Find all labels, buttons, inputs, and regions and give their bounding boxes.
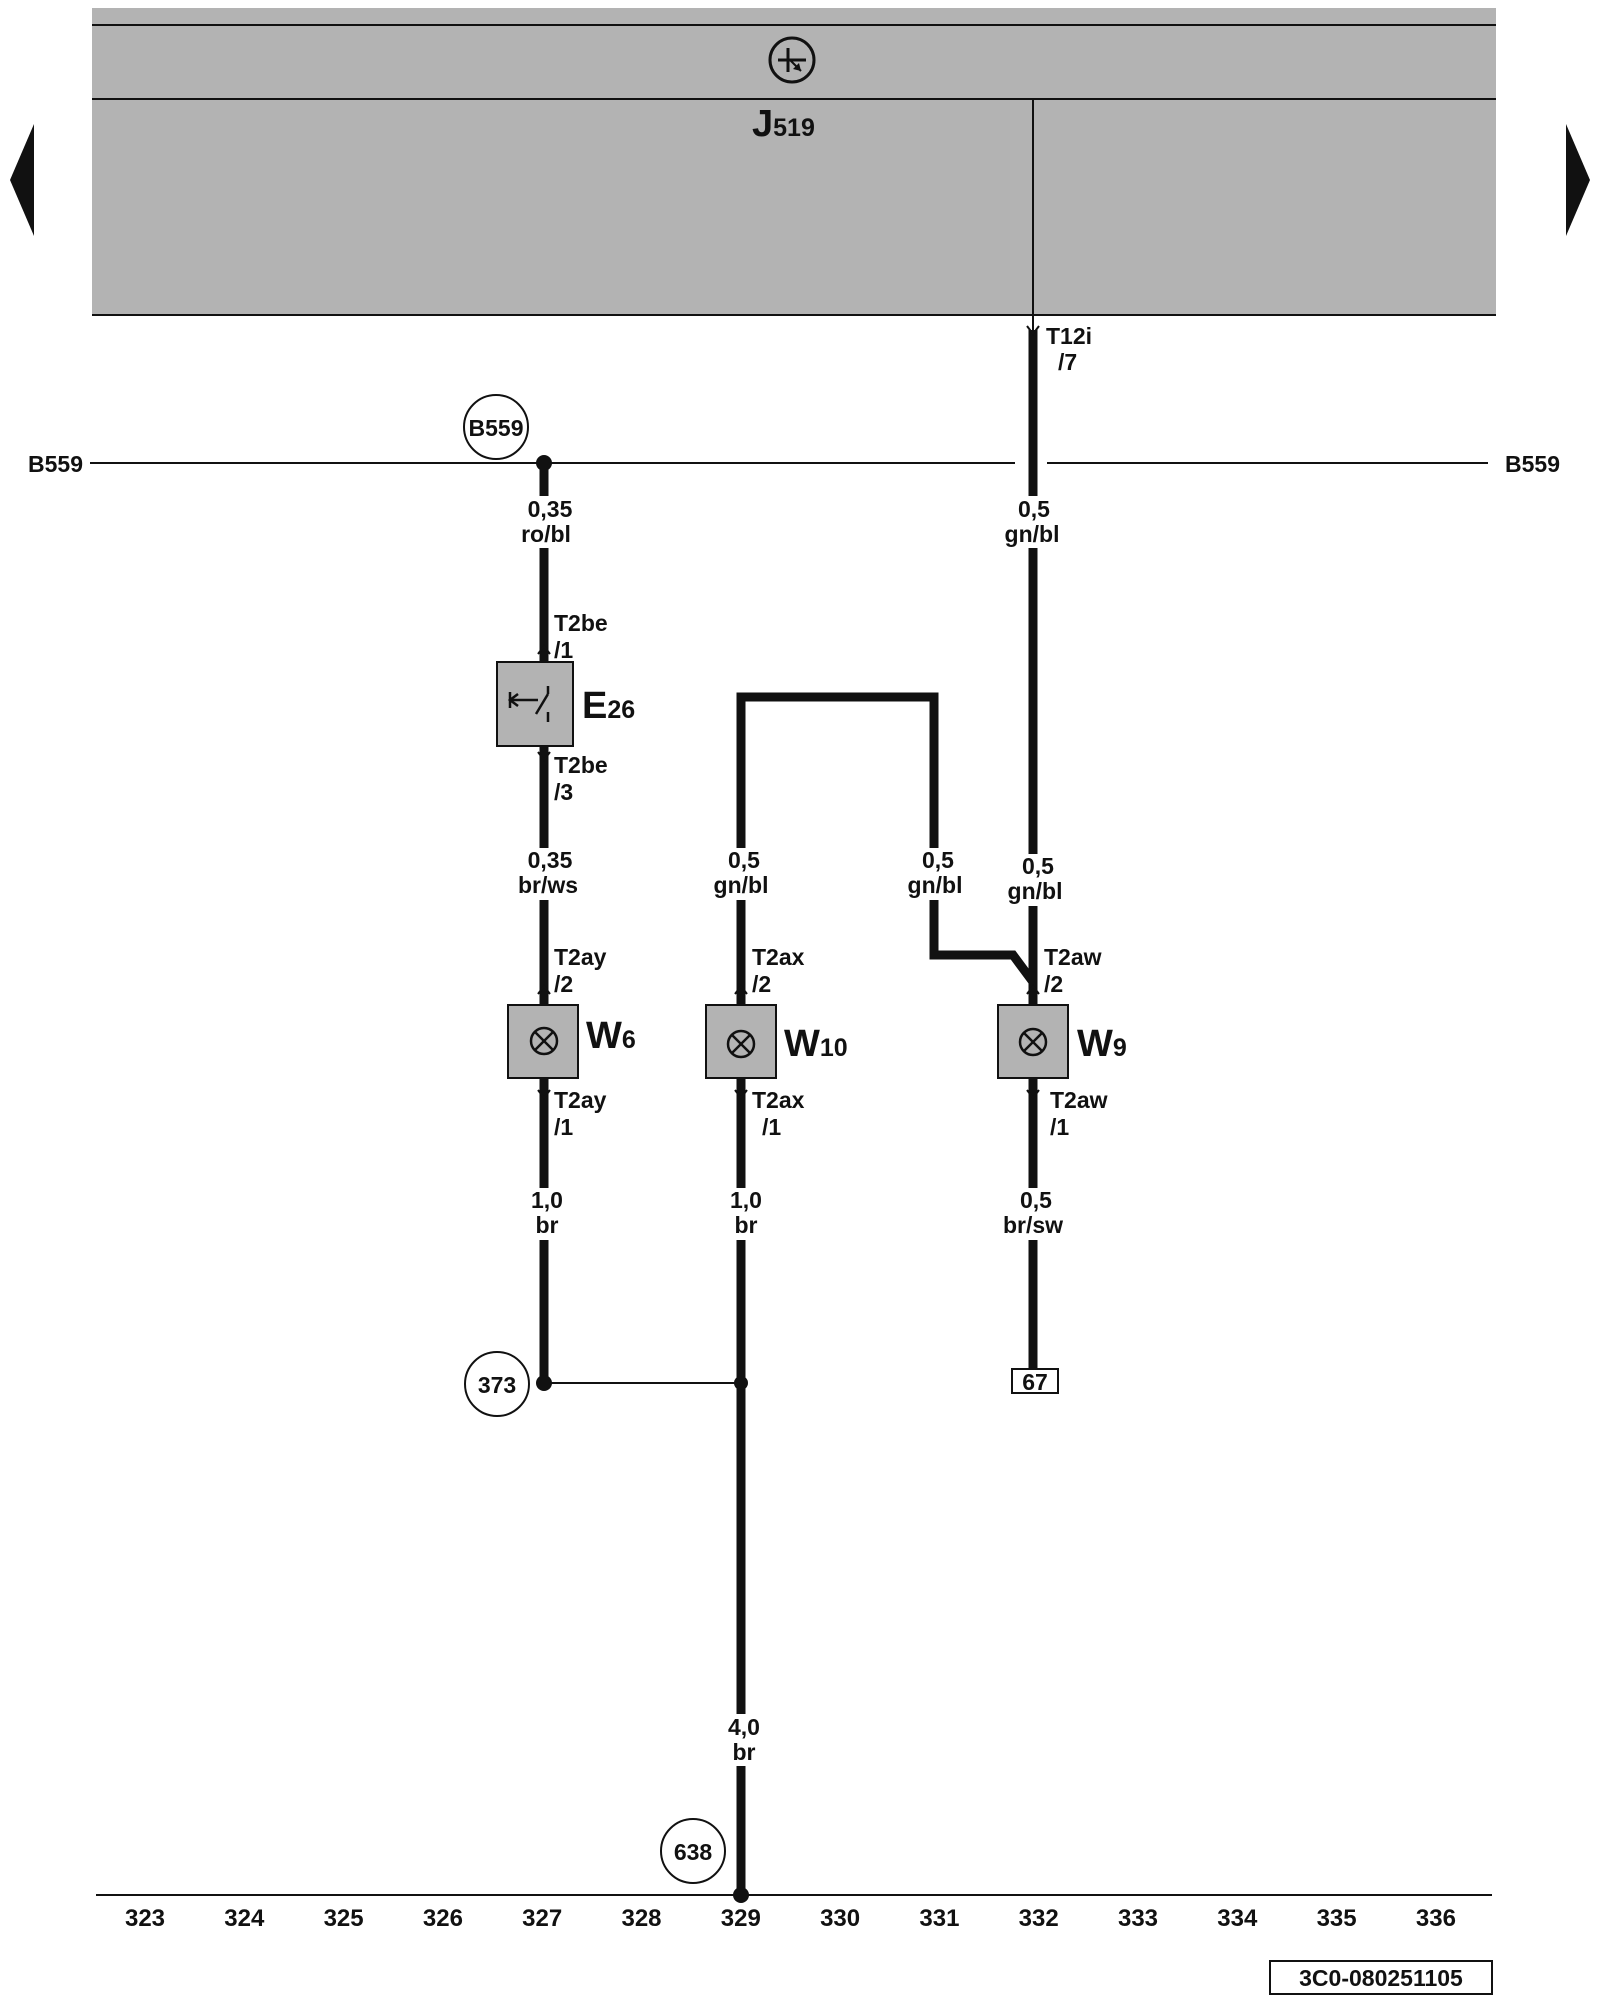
- lamp-w6[interactable]: [507, 1004, 579, 1079]
- axis-number: 325: [324, 1905, 364, 1932]
- component-e26-label: E26: [582, 685, 635, 727]
- control-unit-j519: J519: [92, 8, 1496, 330]
- wire-329-loop: [736, 692, 1037, 1005]
- pin-t2ax-1-number: /1: [762, 1114, 781, 1140]
- wire-label-size: 0,5: [728, 847, 760, 873]
- next-page-arrow-icon[interactable]: [1566, 124, 1590, 236]
- wire-label-color: br/sw: [1003, 1212, 1063, 1238]
- wire-label-color: ro/bl: [521, 521, 571, 547]
- lamp-w10[interactable]: [705, 1004, 777, 1079]
- axis-number: 332: [1019, 1905, 1059, 1932]
- pin-t2be-3-name: T2be: [554, 752, 608, 778]
- component-w9-label: W9: [1077, 1023, 1127, 1065]
- wire-label-color: br: [733, 1739, 756, 1765]
- wire-label-color: br: [536, 1212, 559, 1238]
- control-unit-label: J519: [752, 103, 815, 145]
- lamp-symbol-icon: [529, 1026, 559, 1056]
- bus-label-left: B559: [28, 451, 83, 477]
- svg-text:638: 638: [674, 1839, 713, 1865]
- connector-t12i-name: T12i: [1046, 323, 1092, 349]
- wire-label-size: 0,5: [922, 847, 954, 873]
- axis-number: 327: [522, 1905, 562, 1932]
- pin-t2aw-2-name: T2aw: [1044, 944, 1102, 970]
- wire-label-size: 0,5: [1018, 496, 1050, 522]
- axis-number: 330: [820, 1905, 860, 1932]
- axis-number: 335: [1317, 1905, 1357, 1932]
- junction-327: [536, 1375, 552, 1391]
- bus-reference-circle: B559: [463, 394, 529, 460]
- pin-t2ax-1-name: T2ax: [752, 1087, 805, 1113]
- wire-label-size: 0,5: [1022, 853, 1054, 879]
- axis-number: 333: [1118, 1905, 1158, 1932]
- wire-label-color: gn/bl: [714, 872, 769, 898]
- pin-t2ay-1-name: T2ay: [554, 1087, 607, 1113]
- axis-number: 331: [919, 1905, 959, 1932]
- pin-t2aw-1-name: T2aw: [1050, 1087, 1108, 1113]
- document-code: 3C0-080251105: [1269, 1960, 1493, 1995]
- wire-label-color: br: [735, 1212, 758, 1238]
- wire-label-color: br/ws: [518, 872, 578, 898]
- wire-label-color: gn/bl: [1008, 878, 1063, 904]
- component-w6-label: W6: [586, 1015, 636, 1057]
- svg-text:373: 373: [478, 1372, 516, 1398]
- wire-label-size: 1,0: [531, 1187, 563, 1213]
- terminal-67[interactable]: 67: [1011, 1368, 1059, 1395]
- wire-label-color: gn/bl: [1005, 521, 1060, 547]
- pin-t2be-3-number: /3: [554, 779, 573, 805]
- pin-t2ay-2-name: T2ay: [554, 944, 607, 970]
- connector-t12i-pin: /7: [1058, 349, 1077, 375]
- pin-t2aw-1-number: /1: [1050, 1114, 1069, 1140]
- axis-number: 329: [721, 1905, 761, 1932]
- svg-text:67: 67: [1022, 1369, 1048, 1395]
- component-w10-label: W10: [784, 1023, 848, 1065]
- axis-number: 336: [1416, 1905, 1456, 1932]
- ground-point-373[interactable]: 373: [464, 1351, 530, 1417]
- switch-symbol-icon: [507, 686, 550, 722]
- pin-t2be-1-name: T2be: [554, 610, 608, 636]
- wire-label-size: 0,5: [1020, 1187, 1052, 1213]
- axis-number: 334: [1217, 1905, 1258, 1932]
- svg-text:3C0-080251105: 3C0-080251105: [1299, 1965, 1463, 1991]
- connector-arrows: [537, 325, 1040, 1100]
- pin-t2ay-1-number: /1: [554, 1114, 573, 1140]
- lamp-symbol-icon: [726, 1029, 756, 1059]
- previous-page-arrow-icon[interactable]: [10, 124, 34, 236]
- axis-numbers: 323 324 325 326 327 328 329 330 331 332 333 334 335 3…: [125, 1905, 1456, 1932]
- bus-label-right: B559: [1505, 451, 1560, 477]
- axis-number: 324: [224, 1905, 265, 1932]
- axis-number: 326: [423, 1905, 463, 1932]
- lamp-w9[interactable]: [997, 1004, 1069, 1079]
- wire-label-size: 0,35: [528, 847, 573, 873]
- pin-t2be-1-number: /1: [554, 637, 573, 663]
- wire-label-size: 0,35: [528, 496, 573, 522]
- axis-number: 328: [621, 1905, 661, 1932]
- switch-e26[interactable]: [496, 661, 574, 747]
- ground-point-638[interactable]: 638: [660, 1818, 726, 1884]
- axis-number: 323: [125, 1905, 165, 1932]
- wire-label-size: 4,0: [728, 1714, 760, 1740]
- pin-t2ax-2-number: /2: [752, 971, 771, 997]
- pin-t2aw-2-number: /2: [1044, 971, 1063, 997]
- electronic-unit-symbol-icon: [768, 36, 816, 84]
- wire-label-color: gn/bl: [908, 872, 963, 898]
- lamp-symbol-icon: [1018, 1027, 1048, 1057]
- svg-text:B559: B559: [469, 415, 524, 441]
- wire-label-size: 1,0: [730, 1187, 762, 1213]
- pin-t2ax-2-name: T2ax: [752, 944, 805, 970]
- pin-t2ay-2-number: /2: [554, 971, 573, 997]
- junction-329-bottom: [733, 1887, 749, 1903]
- junction-329: [734, 1376, 748, 1390]
